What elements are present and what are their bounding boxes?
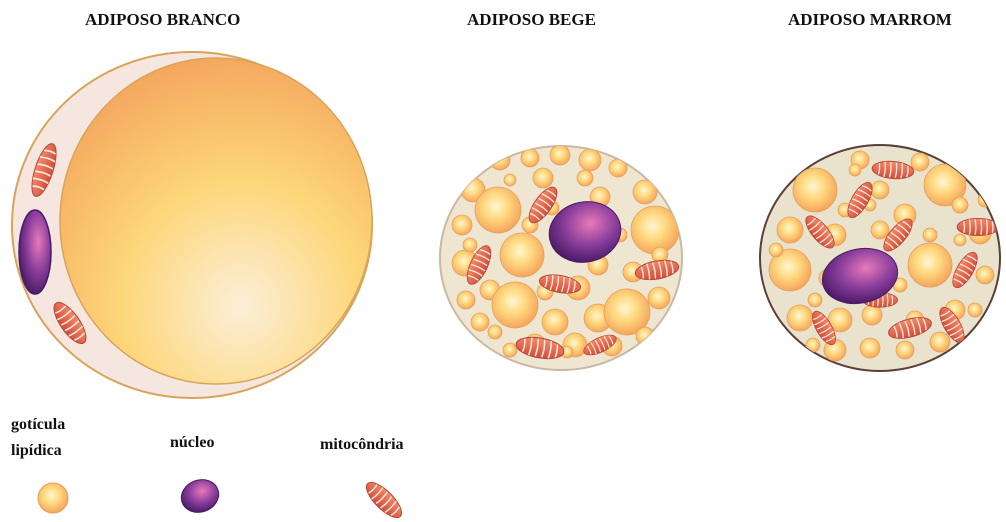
lipid-droplet-icon: [38, 483, 68, 513]
lipid-droplet: [521, 149, 539, 167]
white-adipocyte: [12, 52, 372, 398]
lipid-droplet: [793, 168, 837, 212]
lipid-droplet: [769, 243, 783, 257]
lipid-droplet: [490, 150, 510, 170]
lipid-droplet: [533, 168, 553, 188]
lipid-droplet: [648, 287, 670, 309]
legend-icons: [38, 474, 407, 522]
mitochondrion-icon: [361, 477, 406, 522]
lipid-droplet: [860, 338, 880, 358]
lipid-droplet: [871, 221, 889, 239]
lipid-droplet: [636, 327, 654, 345]
lipid-droplet: [871, 181, 889, 199]
lipid-droplet: [457, 291, 475, 309]
legend-label-lipid-droplet: gotícula: [11, 412, 65, 438]
lipid-droplet: [777, 217, 803, 243]
lipid-droplet: [488, 325, 502, 339]
lipid-droplet: [542, 309, 568, 335]
lipid-droplet: [808, 293, 822, 307]
lipid-droplet: [475, 187, 521, 233]
lipid-droplet: [953, 348, 967, 362]
lipid-droplet: [60, 58, 372, 384]
lipid-droplet: [908, 243, 952, 287]
lipid-droplet: [452, 215, 472, 235]
beige-adipocyte: [440, 145, 682, 370]
lipid-droplet: [952, 197, 968, 213]
lipid-droplet: [896, 341, 914, 359]
lipid-droplet: [579, 149, 601, 171]
nucleus: [19, 210, 51, 294]
mitochondrion: [957, 218, 999, 235]
lipid-droplet: [631, 206, 679, 254]
lipid-droplet: [633, 180, 657, 204]
lipid-droplet: [471, 313, 489, 331]
lipid-droplet: [930, 332, 950, 352]
lipid-droplet: [577, 170, 593, 186]
nucleus-icon: [177, 474, 224, 517]
legend-label-nucleus: núcleo: [170, 430, 214, 456]
lipid-droplet: [849, 164, 861, 176]
lipid-droplet: [968, 303, 982, 317]
legend-label-lipid-droplet-line2: lipídica: [11, 438, 62, 464]
lipid-droplet: [911, 153, 929, 171]
legend-label-mitochondrion: mitocôndria: [320, 432, 404, 458]
lipid-droplet: [504, 174, 516, 186]
lipid-droplet: [463, 238, 477, 252]
lipid-droplet: [862, 305, 882, 325]
lipid-droplet: [954, 234, 966, 246]
brown-adipocyte: [760, 145, 1000, 371]
lipid-droplet: [976, 266, 994, 284]
lipid-droplet: [923, 228, 937, 242]
lipid-droplet: [500, 233, 544, 277]
lipid-droplet: [503, 343, 517, 357]
lipid-droplet: [492, 282, 538, 328]
lipid-droplet: [550, 145, 570, 165]
lipid-droplet: [787, 305, 813, 331]
lipid-droplet: [806, 338, 820, 352]
